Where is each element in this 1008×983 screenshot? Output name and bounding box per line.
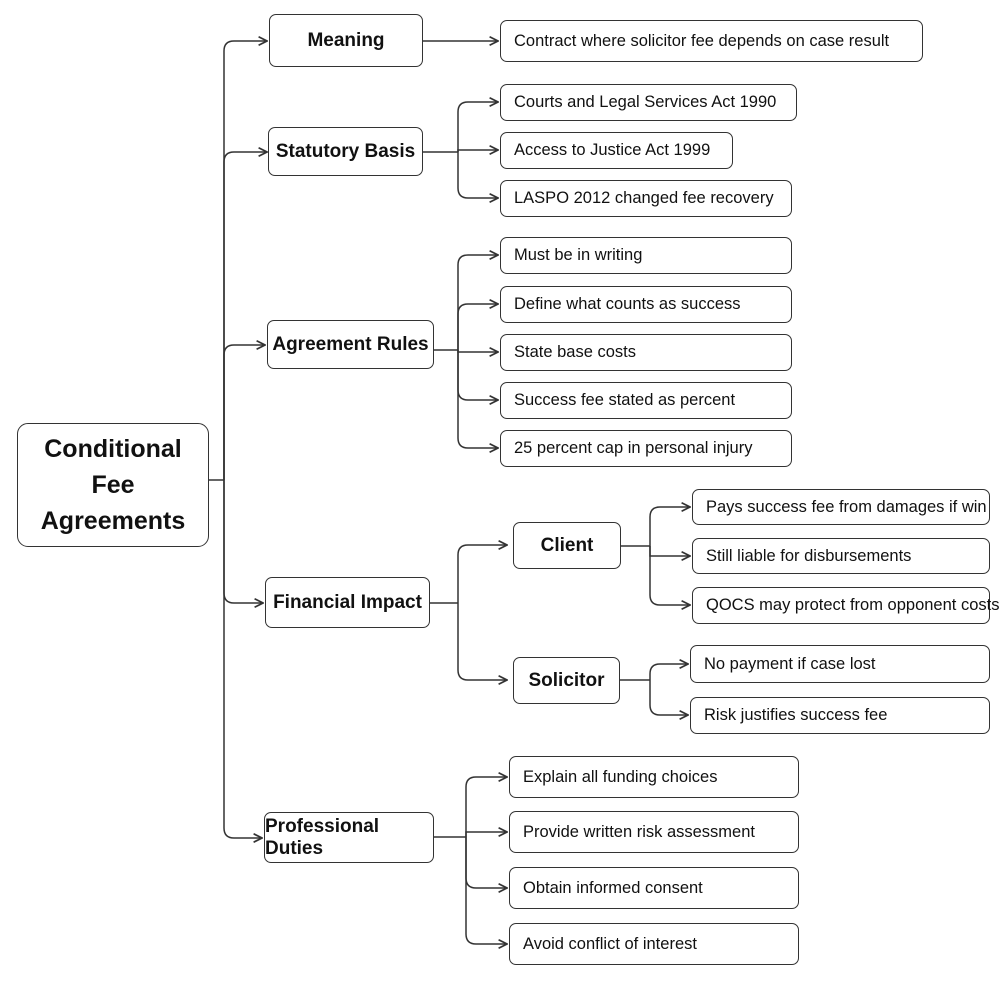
leaf-duties-1: Explain all funding choices (509, 756, 799, 798)
leaf-statutory-3: LASPO 2012 changed fee recovery (500, 180, 792, 217)
leaf-label: No payment if case lost (704, 654, 876, 673)
sub-branch-client: Client (513, 522, 621, 569)
solicitor-connector-link-1 (649, 664, 688, 680)
leaf-label: 25 percent cap in personal injury (514, 439, 753, 457)
branch-label: Professional Duties (265, 815, 380, 859)
leaf-meaning-1: Contract where solicitor fee depends on … (500, 20, 923, 62)
branch-label: Statutory Basis (275, 140, 416, 162)
leaf-statutory-1: Courts and Legal Services Act 1990 (500, 84, 797, 121)
statutory-connector-link-2 (457, 150, 498, 152)
branch-label: Agreement Rules (272, 333, 429, 355)
leaf-label: Define what counts as success (514, 295, 741, 313)
leaf-label: Access to Justice Act 1999 (514, 141, 711, 159)
leaf-label: LASPO 2012 changed fee recovery (514, 189, 774, 207)
branch-label: Financial Impact (273, 591, 422, 613)
root-connector-link-1 (223, 41, 267, 480)
rules-connector-link-1 (457, 255, 498, 350)
root-label: Conditional Fee Agreements (40, 435, 186, 535)
leaf-label: Must be in writing (514, 246, 643, 264)
sub-branch-label: Client (540, 534, 594, 556)
sub-branch-solicitor: Solicitor (513, 657, 620, 704)
leaf-client-3: QOCS may protect from opponent costs (692, 587, 999, 624)
leaf-duties-3: Obtain informed consent (509, 867, 799, 909)
leaf-client-1: Pays success fee from damages if win (692, 489, 990, 525)
rules-connector-link-3 (457, 350, 498, 352)
root-connector-link-2 (223, 152, 267, 480)
financial-connector-link-1 (457, 545, 507, 603)
branch-professional-duties: Professional Duties (264, 812, 434, 863)
leaf-rules-2: Define what counts as success (500, 286, 792, 323)
leaf-duties-4: Avoid conflict of interest (509, 923, 799, 965)
statutory-connector-link-1 (457, 102, 498, 152)
leaf-duties-2: Provide written risk assessment (509, 811, 799, 853)
client-connector-link-2 (649, 546, 690, 556)
branch-agreement-rules: Agreement Rules (267, 320, 434, 369)
rules-connector-link-2 (457, 304, 498, 350)
duties-connector-link-2 (465, 832, 507, 837)
client-connector-link-3 (649, 546, 690, 605)
duties-connector-link-3 (465, 837, 507, 888)
branch-statutory-basis: Statutory Basis (268, 127, 423, 176)
root-node: Conditional Fee Agreements (17, 423, 209, 547)
leaf-label: State base costs (514, 343, 636, 361)
leaf-rules-4: Success fee stated as percent (500, 382, 792, 419)
leaf-label: Provide written risk assessment (523, 822, 755, 841)
rules-connector-link-5 (457, 350, 498, 448)
root-connector-link-5 (223, 480, 262, 838)
leaf-rules-1: Must be in writing (500, 237, 792, 274)
leaf-label: Pays success fee from damages if win (706, 497, 987, 516)
branch-financial-impact: Financial Impact (265, 577, 430, 628)
leaf-label: Risk justifies success fee (704, 706, 888, 724)
branch-label: Meaning (307, 29, 385, 51)
leaf-rules-3: State base costs (500, 334, 792, 371)
sub-branch-label: Solicitor (528, 669, 605, 691)
leaf-label: Avoid conflict of interest (523, 934, 697, 953)
leaf-label: Courts and Legal Services Act 1990 (514, 93, 777, 111)
statutory-connector-link-3 (457, 152, 498, 198)
leaf-client-2: Still liable for disbursements (692, 538, 990, 574)
leaf-rules-5: 25 percent cap in personal injury (500, 430, 792, 467)
leaf-statutory-2: Access to Justice Act 1999 (500, 132, 733, 169)
branch-meaning: Meaning (269, 14, 423, 67)
solicitor-connector-link-2 (649, 680, 688, 715)
leaf-label: Still liable for disbursements (706, 546, 912, 565)
financial-connector-link-2 (457, 603, 507, 680)
duties-connector-link-4 (465, 837, 507, 944)
rules-connector-link-4 (457, 350, 498, 400)
leaf-label: Explain all funding choices (523, 767, 718, 786)
root-connector-link-4 (223, 480, 263, 603)
leaf-solicitor-1: No payment if case lost (690, 645, 990, 683)
leaf-solicitor-2: Risk justifies success fee (690, 697, 990, 734)
leaf-label: Success fee stated as percent (514, 391, 736, 409)
duties-connector-link-1 (465, 777, 507, 837)
root-connector-link-3 (223, 345, 265, 480)
leaf-label: Contract where solicitor fee depends on … (514, 31, 890, 50)
client-connector-link-1 (649, 507, 690, 546)
leaf-label: QOCS may protect from opponent costs (706, 596, 1000, 614)
leaf-label: Obtain informed consent (523, 878, 703, 897)
